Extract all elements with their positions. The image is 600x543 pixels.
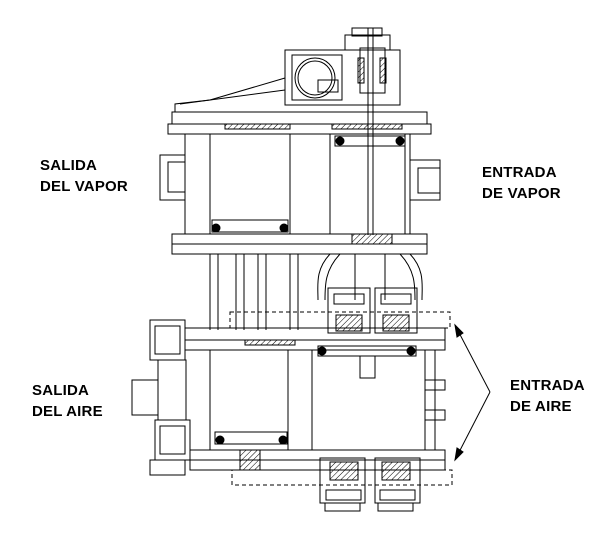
label-entrada-de-vapor: ENTRADA DE VAPOR [482,162,561,204]
label-line-1: ENTRADA [482,164,557,181]
air-inlet-arrows [454,323,491,462]
tie-rods [209,253,423,330]
steam-cylinder [159,111,441,255]
air-cylinder [184,311,453,486]
label-line-2: DEL AIRE [32,403,103,420]
label-line-1: SALIDA [40,157,98,174]
top-valve-housing [284,27,401,235]
upper-air-valves [327,287,418,334]
label-salida-del-aire: SALIDA DEL AIRE [32,380,103,422]
label-line-2: DE AIRE [510,398,572,415]
label-line-1: ENTRADA [510,377,585,394]
label-salida-del-vapor: SALIDA DEL VAPOR [40,155,128,197]
lower-air-valves [319,457,421,512]
label-entrada-de-aire: ENTRADA DE AIRE [510,375,585,417]
label-line-2: DE VAPOR [482,185,561,202]
label-line-2: DEL VAPOR [40,178,128,195]
top-bracket [174,77,290,113]
air-outlet-piping [131,319,191,476]
label-line-1: SALIDA [32,382,90,399]
